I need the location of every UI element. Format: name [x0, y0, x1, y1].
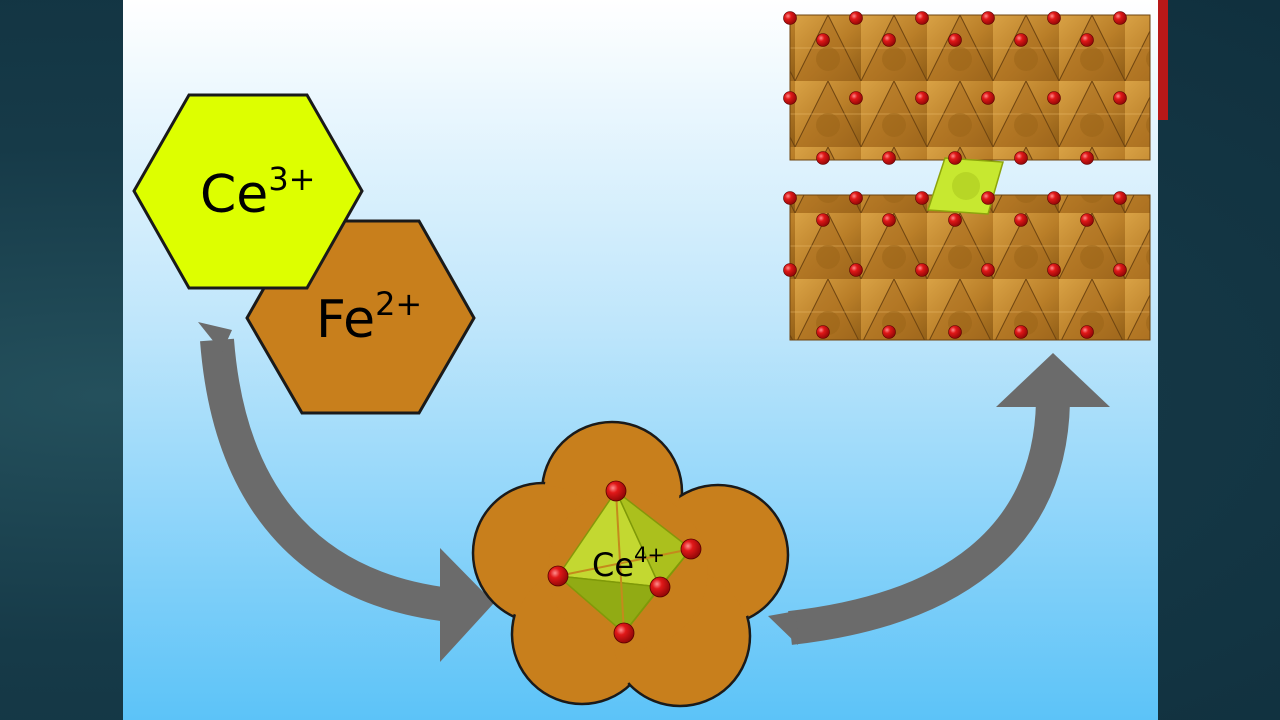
oxygen-atom — [1014, 213, 1028, 227]
oxygen-atom — [1047, 11, 1061, 25]
oxygen-atom — [783, 191, 797, 205]
oxygen-atom — [1113, 91, 1127, 105]
oxygen-atom — [1014, 325, 1028, 339]
oxygen-atom — [849, 263, 863, 277]
oxygen-atom — [1014, 151, 1028, 165]
ce4-cluster: Ce4+ — [471, 420, 790, 708]
oxygen-atom — [849, 91, 863, 105]
oxygen-atom — [882, 151, 896, 165]
oxygen-atom — [882, 33, 896, 47]
crystal-bottom-layer — [789, 194, 1151, 341]
oxygen-atom — [981, 263, 995, 277]
oxygen-atom — [1080, 33, 1094, 47]
oxygen-atom — [849, 191, 863, 205]
oxygen-atom — [783, 263, 797, 277]
ce3-hexagon — [132, 93, 364, 290]
oxygen-atom — [849, 11, 863, 25]
ce4-octahedron — [555, 489, 693, 635]
oxygen-atom — [915, 91, 929, 105]
oxygen-atom — [1047, 91, 1061, 105]
oxygen-atom — [816, 33, 830, 47]
oxygen-atom — [948, 151, 962, 165]
oxygen-atom — [1014, 33, 1028, 47]
ce3-label: Ce3+ — [200, 160, 315, 225]
slide-accent-bar — [1158, 0, 1168, 120]
oxygen-atom — [1080, 325, 1094, 339]
oxygen-atom — [981, 191, 995, 205]
oxygen-atom — [1080, 213, 1094, 227]
oxygen-atom — [783, 11, 797, 25]
oxygen-atom — [948, 33, 962, 47]
oxygen-atom — [1113, 191, 1127, 205]
oxygen-atom — [816, 151, 830, 165]
ce4-oxygen-atoms — [547, 480, 702, 644]
oxygen-atom — [915, 191, 929, 205]
oxygen-atom — [816, 213, 830, 227]
oxygen-atom — [882, 213, 896, 227]
curved-arrow-right — [768, 353, 1110, 645]
ce4-label: Ce4+ — [592, 543, 665, 584]
oxygen-atom — [981, 11, 995, 25]
oxygen-atom — [783, 91, 797, 105]
oxygen-atom — [1047, 191, 1061, 205]
crystal-top-layer — [789, 14, 1151, 161]
curved-arrow-left — [198, 322, 494, 662]
oxygen-atom — [882, 325, 896, 339]
oxygen-atom — [816, 325, 830, 339]
oxygen-atom — [1113, 263, 1127, 277]
oxygen-atom — [915, 263, 929, 277]
oxygen-atom — [915, 11, 929, 25]
oxygen-atom — [948, 213, 962, 227]
oxygen-atom — [1047, 263, 1061, 277]
fe2-label: Fe2+ — [316, 285, 422, 350]
oxygen-atom — [1080, 151, 1094, 165]
oxygen-atom — [1113, 11, 1127, 25]
crystal-oxygen-atoms — [783, 11, 1127, 339]
oxygen-atom — [948, 325, 962, 339]
oxygen-atom — [981, 91, 995, 105]
layered-crystal-structure — [783, 11, 1151, 341]
